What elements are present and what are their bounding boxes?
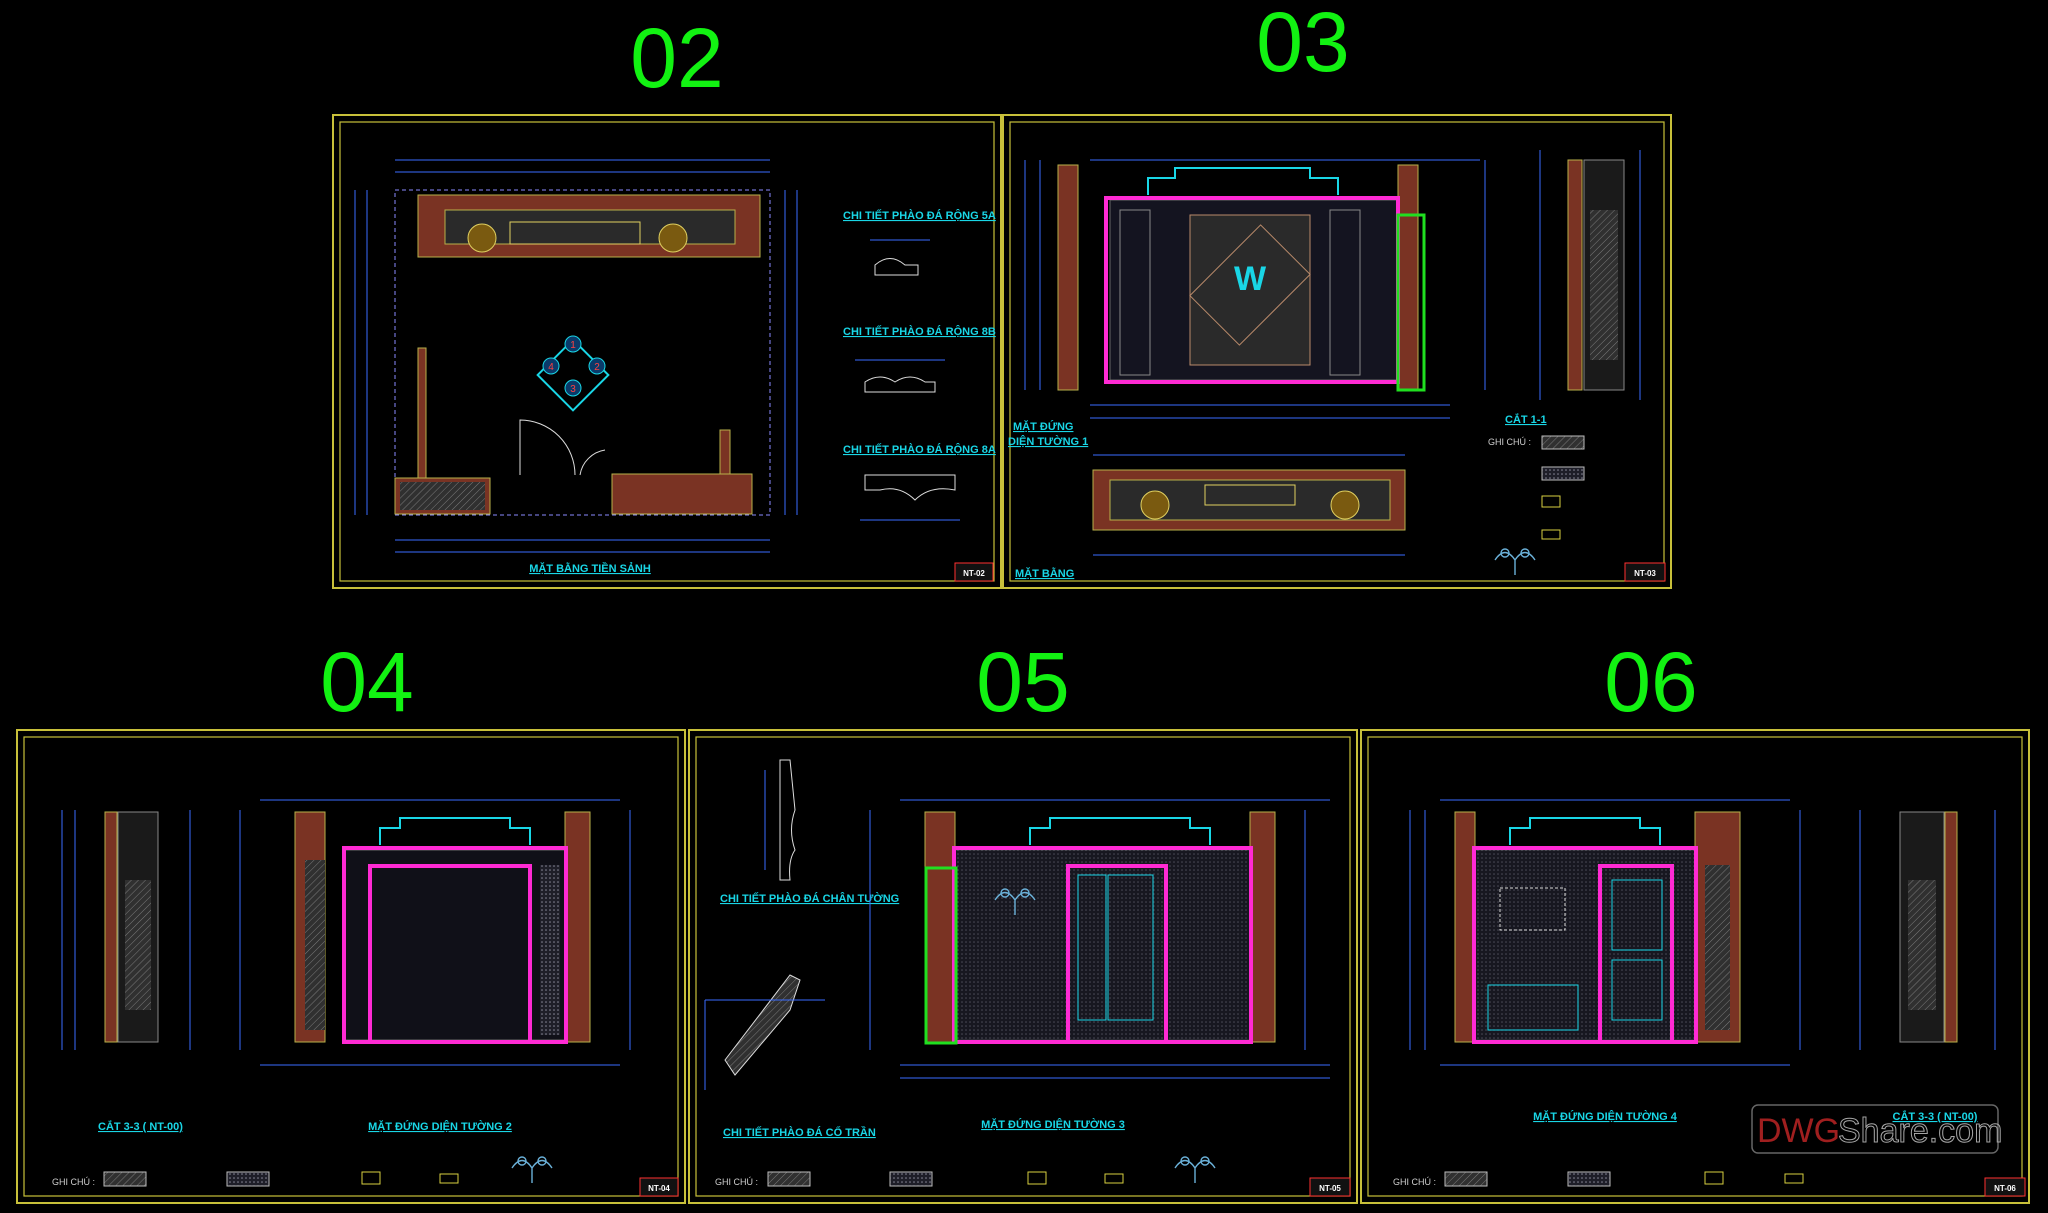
dimension-lines <box>869 799 1330 1079</box>
dimension-lines <box>1024 150 1641 419</box>
plan-title: MẶT BẰNG <box>1015 567 1074 580</box>
marker-2: 2 <box>594 362 600 373</box>
sheet-code: NT-03 <box>1634 569 1656 578</box>
detail-bottom-title: CHI TIẾT PHÀO ĐÁ CỔ TRẦN <box>723 1126 876 1139</box>
marker-3: 3 <box>570 384 576 395</box>
marker-1: 1 <box>570 340 576 351</box>
detail-1-title: CHI TIẾT PHÀO ĐÁ RỘNG 5A <box>843 209 996 222</box>
sheet-05: CHI TIẾT PHÀO ĐÁ CHÂN TƯỜNG CHI TIẾT PHÀ… <box>688 729 1358 1204</box>
legend-header: GHI CHÚ : <box>52 1177 95 1187</box>
elev-title: MẶT ĐỨNG DIỆN TƯỜNG 2 <box>368 1120 512 1133</box>
elev-title-line2: DIỆN TƯỜNG 1 <box>1008 435 1088 448</box>
sconce-icon <box>511 1156 553 1183</box>
sheet-code: NT-02 <box>963 569 985 578</box>
elev-title: MẶT ĐỨNG DIỆN TƯỜNG 4 <box>1533 1110 1678 1123</box>
dimension-lines <box>354 159 798 553</box>
sheet-02: 1 2 3 4 CHI TIẾT PHÀO ĐÁ RỘNG 5A CHI TIẾ… <box>332 114 1002 589</box>
section-title: CẮT 3-3 ( NT-00) <box>98 1120 183 1133</box>
sconce-icon <box>994 888 1036 915</box>
watermark-part2: Share.com <box>1838 1112 2002 1150</box>
sheet-number-05: 05 <box>976 635 1070 729</box>
section-title: CẮT 3-3 ( NT-00) <box>1893 1110 1978 1123</box>
sheet-code: NT-04 <box>648 1184 670 1193</box>
legend-header: GHI CHÚ : <box>1488 437 1531 447</box>
sheet-code: NT-05 <box>1319 1184 1341 1193</box>
sheet-number-04: 04 <box>320 635 414 729</box>
section-title: CẮT 1-1 <box>1505 413 1547 426</box>
sheet-code: NT-06 <box>1994 1184 2016 1193</box>
sheet-04: CẮT 3-3 ( NT-00) MẶT ĐỨNG DIỆN TƯỜNG 2 G… <box>16 729 686 1204</box>
sheet-number-02: 02 <box>630 11 724 105</box>
watermark-logo: DWG Share.com <box>1751 1104 2003 1154</box>
detail-2-title: CHI TIẾT PHÀO ĐÁ RỘNG 8B <box>843 325 996 338</box>
detail-3-title: CHI TIẾT PHÀO ĐÁ RỘNG 8A <box>843 443 996 456</box>
legend-header: GHI CHÚ : <box>1393 1177 1436 1187</box>
dimension-lines <box>1409 799 1996 1066</box>
sheet-03: W MẶT ĐỨNG DIỆN TƯỜNG 1 MẶT BẰNG CẮT 1-1… <box>1002 114 1672 589</box>
sconce-icon <box>1174 1156 1216 1183</box>
sheet-number-06: 06 <box>1604 635 1698 729</box>
elev-title-line1: MẶT ĐỨNG <box>1013 420 1073 433</box>
view-marker: 1 2 3 4 <box>536 335 610 412</box>
watermark-part1: DWG <box>1757 1112 1840 1150</box>
sheet-number-03: 03 <box>1256 0 1350 89</box>
plan-title: MẶT BẰNG TIỀN SẢNH <box>529 562 651 575</box>
detail-top-title: CHI TIẾT PHÀO ĐÁ CHÂN TƯỜNG <box>720 892 899 905</box>
dimension-lines <box>61 799 631 1066</box>
sconce-icon <box>1494 548 1536 575</box>
marker-4: 4 <box>548 362 554 373</box>
legend-header: GHI CHÚ : <box>715 1177 758 1187</box>
elev-title: MẶT ĐỨNG DIỆN TƯỜNG 3 <box>981 1118 1125 1131</box>
sheet-06: MẶT ĐỨNG DIỆN TƯỜNG 4 CẮT 3-3 ( NT-00) G… <box>1360 729 2030 1204</box>
logo-letter: W <box>1234 260 1267 298</box>
